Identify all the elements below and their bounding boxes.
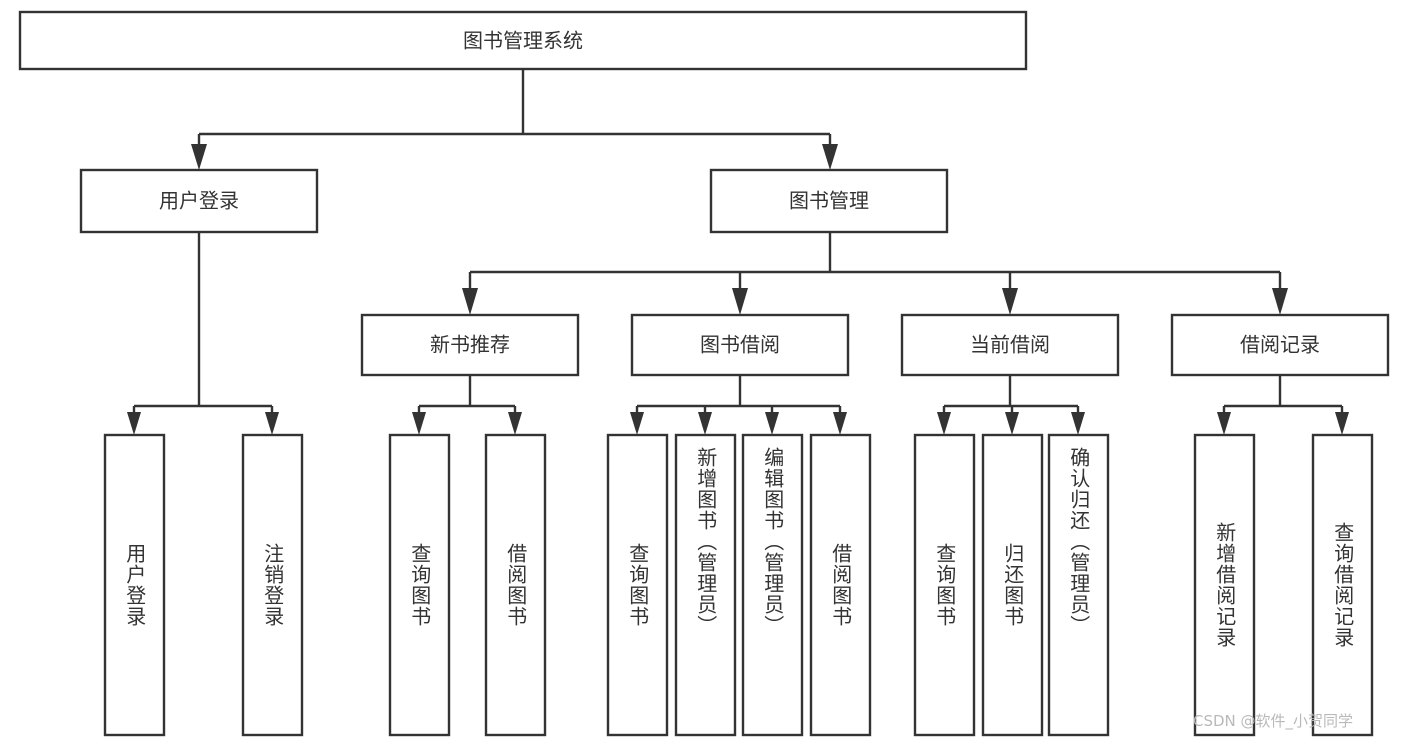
connector-group-book-borrow (630, 375, 847, 435)
leaf-box-cb-return-book[interactable] (981, 433, 1044, 737)
leaf-box-user-login[interactable] (103, 433, 166, 737)
connector-group-borrow-record (1217, 375, 1349, 435)
arrow-head-bb-borrow-book (833, 412, 847, 435)
arrow-head-borrow-record (1272, 288, 1288, 315)
connector-group-new-book (412, 375, 522, 435)
connector-group-root (191, 69, 838, 170)
node-current-borrow-box[interactable] (900, 313, 1120, 377)
arrow-head-new-book (462, 288, 478, 315)
leaf-box-bb-search-book[interactable] (606, 433, 669, 737)
node-root-box[interactable] (18, 10, 1028, 71)
arrow-head-leaf-user-login (127, 412, 141, 435)
csdn-watermark: CSDN @软件_小贺同学 (1193, 712, 1354, 730)
leaf-box-nb-search-book[interactable] (388, 433, 451, 737)
node-book-borrow-label: 图书借阅 (700, 333, 780, 357)
arrow-head-book-mgmt (822, 144, 838, 170)
node-current-borrow-label: 当前借阅 (970, 333, 1050, 357)
arrow-head-bb-edit-book (765, 412, 779, 435)
leaf-box-bb-borrow-book[interactable] (809, 433, 872, 737)
node-current-borrow[interactable]: 当前借阅 (900, 313, 1120, 377)
node-new-book-recommend[interactable]: 新书推荐 (360, 313, 580, 377)
node-book-management-label: 图书管理 (789, 189, 869, 213)
arrow-head-current-borrow (1002, 288, 1018, 315)
leaf-box-bb-add-book[interactable] (674, 433, 737, 737)
node-user-login-label: 用户登录 (159, 189, 239, 213)
node-book-management-box[interactable] (709, 168, 949, 234)
arrow-head-cb-confirm-return (1071, 412, 1085, 435)
arrow-head-user-login (191, 144, 207, 170)
leaf-box-cb-confirm-return[interactable] (1047, 433, 1110, 737)
connector-group-book-mgmt (462, 232, 1288, 315)
node-new-book-recommend-box[interactable] (360, 313, 580, 377)
node-borrow-record-box[interactable] (1170, 313, 1390, 377)
leaf-box-br-search-record[interactable] (1311, 433, 1374, 737)
arrow-head-bb-add-book (698, 412, 712, 435)
leaf-box-cb-search-book[interactable] (913, 433, 976, 737)
node-book-management[interactable]: 图书管理 (709, 168, 949, 234)
arrow-head-nb-search-book (412, 412, 426, 435)
arrow-head-leaf-logout (265, 412, 279, 435)
leaf-box-logout[interactable] (241, 433, 304, 737)
node-book-borrow[interactable]: 图书借阅 (630, 313, 850, 377)
arrow-head-br-search-record (1335, 412, 1349, 435)
leaf-box-nb-borrow-book[interactable] (484, 433, 547, 737)
node-borrow-record[interactable]: 借阅记录 (1170, 313, 1390, 377)
node-user-login-box[interactable] (79, 168, 319, 234)
arrow-head-bb-search-book (630, 412, 644, 435)
node-root[interactable]: 图书管理系统 (18, 10, 1028, 71)
leaf-box-bb-edit-book[interactable] (741, 433, 804, 737)
connector-group-current-borrow (937, 375, 1085, 435)
node-borrow-record-label: 借阅记录 (1240, 333, 1320, 357)
connector-group-user-login (127, 232, 279, 435)
arrow-head-cb-search-book (937, 412, 951, 435)
arrow-head-br-add-record (1217, 412, 1231, 435)
node-root-label: 图书管理系统 (463, 29, 583, 53)
arrow-head-nb-borrow-book (508, 412, 522, 435)
leaf-box-br-add-record[interactable] (1193, 433, 1256, 737)
node-user-login[interactable]: 用户登录 (79, 168, 319, 234)
arrow-head-book-borrow (732, 288, 748, 315)
node-new-book-recommend-label: 新书推荐 (430, 333, 510, 357)
leaf-box-group (103, 433, 1374, 737)
node-book-borrow-box[interactable] (630, 313, 850, 377)
arrow-head-cb-return-book (1005, 412, 1019, 435)
